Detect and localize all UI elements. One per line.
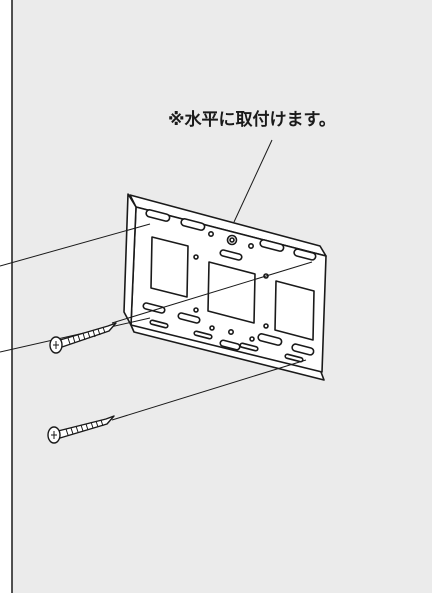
guide-line-screw-upper — [111, 261, 313, 324]
screw-thread-upper — [67, 326, 106, 345]
bottom-flange-slots — [149, 319, 304, 363]
bracket-opening-right — [274, 280, 315, 341]
guide-line-screw-lower — [111, 359, 307, 421]
top-slot-row — [145, 209, 317, 261]
wall-mount-bracket — [123, 193, 327, 381]
screw-thread-lower — [65, 419, 104, 436]
bracket-holes — [193, 231, 269, 342]
screw-slot-lower — [51, 431, 57, 439]
guide-line-upper-left — [0, 223, 151, 267]
wood-screw-lower — [47, 415, 115, 444]
mounting-note: ※水平に取付けます。 — [168, 109, 336, 130]
bracket-opening-left — [150, 236, 189, 298]
screw-slot-upper — [53, 341, 59, 349]
bracket-left-side — [123, 193, 137, 326]
bracket-opening-center — [207, 261, 256, 324]
note-leader-line — [233, 139, 273, 223]
bottom-slot-row — [142, 302, 315, 356]
wood-screw-upper — [49, 322, 117, 354]
